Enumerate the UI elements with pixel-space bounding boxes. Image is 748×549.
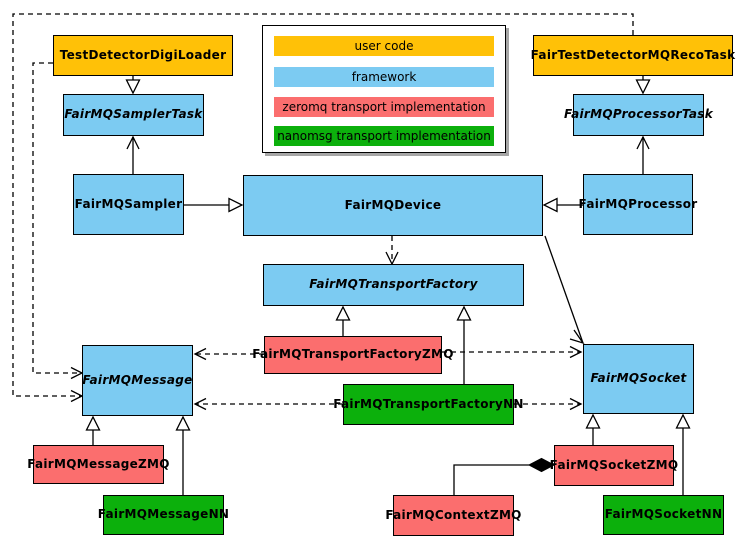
class-node-fairmqcontextzmq: FairMQContextZMQ	[385, 495, 521, 536]
legend-label: zeromq transport implementation	[282, 100, 486, 114]
class-node-label: FairMQProcessorTask	[563, 107, 714, 122]
class-node-label: FairMQProcessor	[578, 196, 698, 211]
class-node-label: FairMQContextZMQ	[385, 507, 522, 522]
edge-tfnn-to-transportfactory	[456, 305, 472, 384]
edge-processor-to-device	[542, 197, 583, 213]
legend-item-nanomsg: nanomsg transport implementation	[274, 126, 494, 146]
edge-processor-to-processortask	[636, 135, 650, 174]
legend-item-user-code: user code	[274, 36, 494, 56]
edge-sampler-to-device	[184, 197, 244, 213]
legend-label: nanomsg transport implementation	[277, 129, 491, 143]
legend-label: user code	[354, 39, 414, 53]
edge-sampler-to-samplertask	[126, 135, 140, 174]
edge-device-to-transportfactory	[385, 236, 399, 266]
legend-item-zeromq: zeromq transport implementation	[274, 97, 494, 117]
class-node-label: FairMQDevice	[344, 197, 442, 212]
class-node-fairmqprocessortask: FairMQProcessorTask	[564, 94, 713, 136]
class-node-label: FairMQSampler	[74, 196, 183, 211]
class-node-fairmqsampler: FairMQSampler	[73, 174, 184, 235]
class-node-fairmqsocketnn: FairMQSocketNN	[603, 495, 724, 535]
class-node-fairmqdevice: FairMQDevice	[243, 175, 543, 236]
class-node-label: FairMQMessageZMQ	[27, 456, 170, 471]
edge-digiloader-to-samplertask	[125, 76, 141, 95]
class-node-fairtestdetectormqrecotask: FairTestDetectorMQRecoTask	[530, 35, 736, 76]
edge-tfnn-to-message	[193, 397, 343, 411]
edge-socknn-to-socket	[675, 413, 691, 495]
class-node-fairmqmessagezmq: FairMQMessageZMQ	[27, 445, 170, 484]
class-node-fairmqmessage: FairMQMessage	[82, 345, 193, 416]
class-node-label: FairMQSocket	[590, 371, 687, 386]
edge-device-to-socket	[544, 235, 585, 345]
edge-sockzmq-to-socket	[585, 413, 601, 445]
class-node-label: FairTestDetectorMQRecoTask	[530, 47, 736, 62]
edge-recotask-to-processortask	[635, 76, 651, 95]
class-node-fairmqmessagenn: FairMQMessageNN	[98, 495, 229, 535]
legend: user code framework zeromq transport imp…	[262, 25, 506, 153]
class-node-fairmqtransportfactory: FairMQTransportFactory	[263, 264, 524, 306]
class-node-fairmqtransportfactorynn: FairMQTransportFactoryNN	[333, 384, 523, 425]
class-node-label: TestDetectorDigiLoader	[59, 47, 227, 62]
class-node-testdetectordigiloader: TestDetectorDigiLoader	[53, 35, 233, 76]
class-node-label: FairMQSamplerTask	[64, 107, 203, 122]
class-node-label: FairMQSocketZMQ	[549, 457, 679, 472]
class-node-fairmqprocessor: FairMQProcessor	[579, 174, 697, 235]
legend-label: framework	[351, 70, 417, 84]
edge-contextzmq-to-sockzmq	[453, 457, 556, 495]
edge-tfzmq-to-message	[193, 347, 264, 361]
legend-item-framework: framework	[274, 67, 494, 87]
class-node-fairmqtransportfactoryzmq: FairMQTransportFactoryZMQ	[252, 336, 453, 374]
class-node-label: FairMQMessage	[82, 372, 193, 387]
edge-tfzmq-to-socket	[442, 345, 583, 359]
class-node-fairmqsocketzmq: FairMQSocketZMQ	[550, 445, 678, 486]
class-node-label: FairMQMessageNN	[97, 507, 230, 522]
class-node-fairmqsocket: FairMQSocket	[583, 344, 694, 414]
class-node-label: FairMQTransportFactoryZMQ	[252, 347, 454, 362]
class-node-fairmqsamplertask: FairMQSamplerTask	[63, 94, 204, 136]
class-node-label: FairMQTransportFactoryNN	[333, 396, 524, 411]
class-node-label: FairMQSocketNN	[604, 507, 723, 522]
class-node-label: FairMQTransportFactory	[309, 277, 478, 292]
edge-msgnn-to-message	[175, 415, 191, 495]
edge-tfzmq-to-transportfactory	[335, 305, 351, 336]
edge-msgzmq-to-message	[85, 415, 101, 445]
edge-tfnn-to-socket	[514, 397, 583, 411]
